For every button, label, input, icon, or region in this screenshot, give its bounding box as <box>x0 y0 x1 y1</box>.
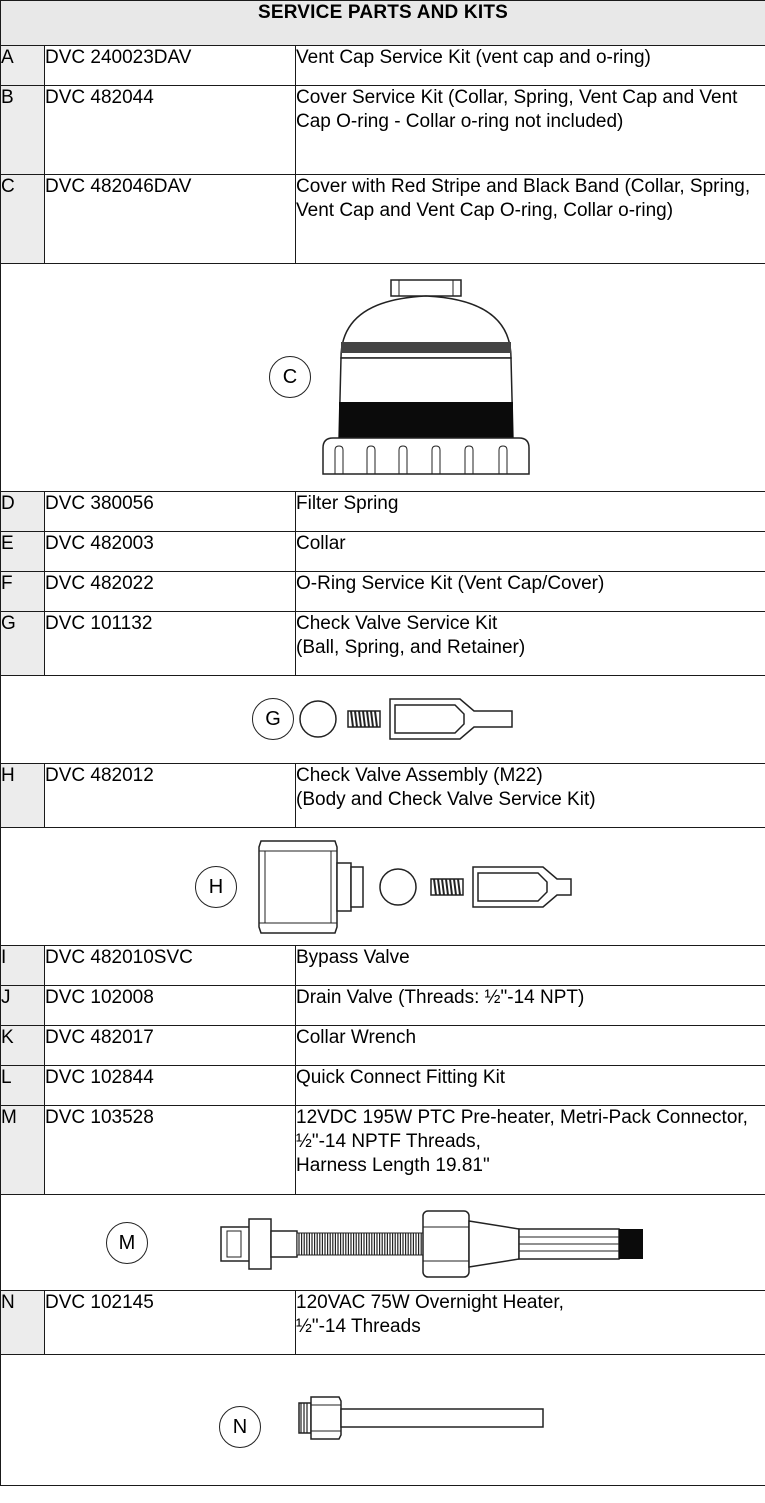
callout-c: C <box>269 356 311 398</box>
table-row: K DVC 482017 Collar Wrench <box>0 1025 765 1066</box>
part-number: DVC 482044 <box>44 85 296 175</box>
row-letter: M <box>0 1105 45 1195</box>
pre-heater-illustration-cell: M <box>0 1194 765 1291</box>
table-row: H DVC 482012 Check Valve Assembly (M22) … <box>0 763 765 828</box>
part-number: DVC 380056 <box>44 491 296 532</box>
table-row: G DVC 101132 Check Valve Service Kit (Ba… <box>0 611 765 676</box>
part-number: DVC 103528 <box>44 1105 296 1195</box>
image-row: H <box>0 827 765 946</box>
row-letter: F <box>0 571 45 612</box>
part-description: Check Valve Assembly (M22) (Body and Che… <box>294 763 765 828</box>
table-title: SERVICE PARTS AND KITS <box>0 0 765 46</box>
check-valve-kit-illustration-cell: G <box>0 675 765 764</box>
table-row: N DVC 102145 120VAC 75W Overnight Heater… <box>0 1290 765 1355</box>
part-number: DVC 102844 <box>44 1065 296 1106</box>
table-row: A DVC 240023DAV Vent Cap Service Kit (ve… <box>0 45 765 86</box>
callout-g: G <box>252 698 294 740</box>
part-number: DVC 102008 <box>44 985 296 1026</box>
part-description: 120VAC 75W Overnight Heater, ½"-14 Threa… <box>294 1290 765 1355</box>
part-description: Vent Cap Service Kit (vent cap and o-rin… <box>294 45 765 86</box>
table-row: C DVC 482046DAV Cover with Red Stripe an… <box>0 174 765 264</box>
part-number: DVC 482012 <box>44 763 296 828</box>
table-row: E DVC 482003 Collar <box>0 531 765 572</box>
part-number: DVC 482046DAV <box>44 174 296 264</box>
image-row: N <box>0 1354 765 1486</box>
row-letter: J <box>0 985 45 1026</box>
row-letter: L <box>0 1065 45 1106</box>
image-row: G <box>0 675 765 764</box>
row-letter: D <box>0 491 45 532</box>
overnight-heater-illustration-cell: N <box>0 1354 765 1486</box>
table-row: J DVC 102008 Drain Valve (Threads: ½"-14… <box>0 985 765 1026</box>
row-letter: C <box>0 174 45 264</box>
row-letter: K <box>0 1025 45 1066</box>
part-description: Collar Wrench <box>294 1025 765 1066</box>
cover-illustration <box>322 279 530 475</box>
table-row: I DVC 482010SVC Bypass Valve <box>0 945 765 986</box>
check-valve-kit-illustration <box>299 698 513 740</box>
row-letter: E <box>0 531 45 572</box>
table-row: L DVC 102844 Quick Connect Fitting Kit <box>0 1065 765 1106</box>
part-description: Check Valve Service Kit (Ball, Spring, a… <box>294 611 765 676</box>
part-number: DVC 240023DAV <box>44 45 296 86</box>
part-description: Bypass Valve <box>294 945 765 986</box>
row-letter: H <box>0 763 45 828</box>
part-description: 12VDC 195W PTC Pre-heater, Metri-Pack Co… <box>294 1105 765 1195</box>
part-description: Drain Valve (Threads: ½"-14 NPT) <box>294 985 765 1026</box>
row-letter: A <box>0 45 45 86</box>
table-row: D DVC 380056 Filter Spring <box>0 491 765 532</box>
check-valve-assembly-illustration <box>258 840 572 934</box>
part-description: Cover Service Kit (Collar, Spring, Vent … <box>294 85 765 175</box>
part-description: O-Ring Service Kit (Vent Cap/Cover) <box>294 571 765 612</box>
part-description: Collar <box>294 531 765 572</box>
overnight-heater-illustration <box>298 1396 544 1440</box>
part-number: DVC 482022 <box>44 571 296 612</box>
row-letter: I <box>0 945 45 986</box>
table-row: F DVC 482022 O-Ring Service Kit (Vent Ca… <box>0 571 765 612</box>
row-letter: G <box>0 611 45 676</box>
row-letter: N <box>0 1290 45 1355</box>
table-row: M DVC 103528 12VDC 195W PTC Pre-heater, … <box>0 1105 765 1195</box>
callout-h: H <box>195 866 237 908</box>
image-row: M <box>0 1194 765 1291</box>
row-letter: B <box>0 85 45 175</box>
part-description: Filter Spring <box>294 491 765 532</box>
part-number: DVC 482003 <box>44 531 296 572</box>
callout-n: N <box>219 1406 261 1448</box>
part-number: DVC 102145 <box>44 1290 296 1355</box>
pre-heater-illustration <box>220 1210 643 1278</box>
part-description: Quick Connect Fitting Kit <box>294 1065 765 1106</box>
table-row: B DVC 482044 Cover Service Kit (Collar, … <box>0 85 765 175</box>
check-valve-assembly-illustration-cell: H <box>0 827 765 946</box>
image-row: C <box>0 263 765 492</box>
part-description: Cover with Red Stripe and Black Band (Co… <box>294 174 765 264</box>
part-number: DVC 482010SVC <box>44 945 296 986</box>
cover-illustration-cell: C <box>0 263 765 492</box>
callout-m: M <box>106 1222 148 1264</box>
part-number: DVC 482017 <box>44 1025 296 1066</box>
part-number: DVC 101132 <box>44 611 296 676</box>
